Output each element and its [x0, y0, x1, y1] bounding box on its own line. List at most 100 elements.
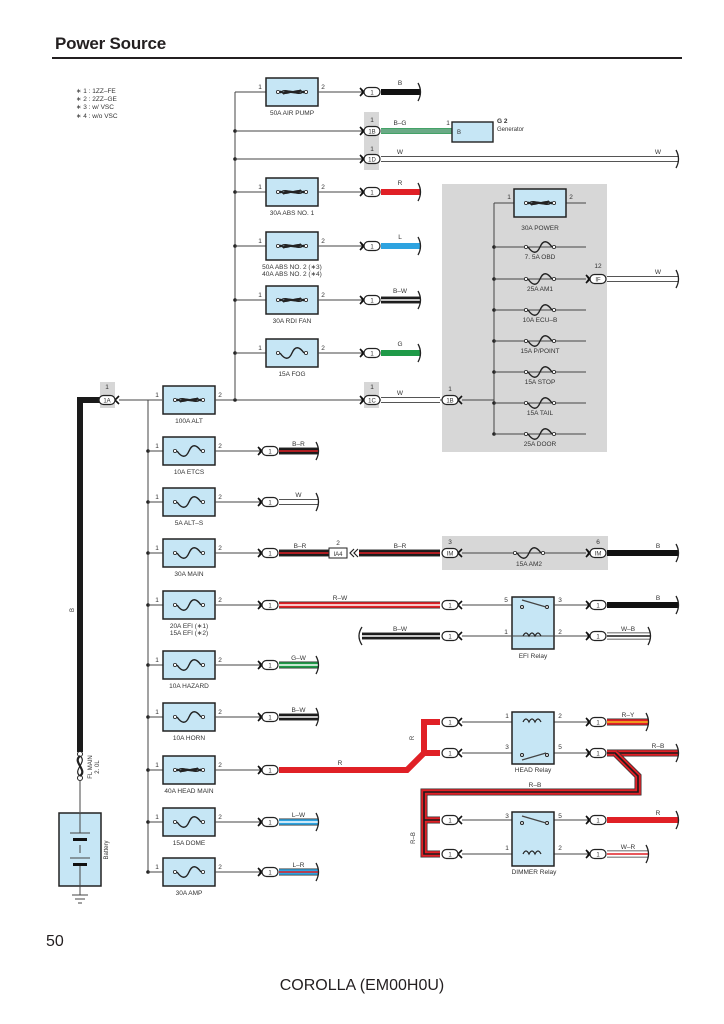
wire-break-icon — [417, 236, 422, 256]
connector-efi-out: 1 — [585, 599, 607, 611]
fuse-10a-hazard — [162, 650, 216, 680]
connector-body — [261, 711, 279, 723]
wire-color-label: B — [656, 595, 660, 602]
fuse-label: 25A AM1 — [527, 286, 553, 293]
generator-code: G 2 — [497, 118, 508, 125]
fuse-terminal — [524, 244, 529, 249]
fuse-element-icon — [282, 297, 302, 303]
wire-color-label: B–R — [292, 441, 305, 448]
fuse-label: 40A HEAD MAIN — [164, 788, 213, 795]
connector-body — [261, 496, 279, 508]
battery-plate — [73, 838, 87, 841]
connector-arrow-icon — [360, 297, 364, 303]
fuse-pin-label: 2 — [218, 494, 222, 501]
fuse-label: 5A ALT–S — [175, 520, 204, 527]
connector-arrow-icon — [258, 819, 262, 825]
fuse-label: 30A AMP — [176, 890, 203, 897]
wire-break-icon — [315, 812, 320, 832]
fuse-element-icon — [527, 273, 553, 285]
fuse-terminal — [172, 397, 177, 402]
fuse-15a-fog — [265, 338, 319, 368]
fuse-30a-rdi-fan — [265, 285, 319, 315]
fusible-link-terminal — [77, 775, 83, 781]
wire-color-label: G–W — [291, 655, 307, 662]
relay-pin-label: 2 — [558, 845, 562, 852]
wire-break-icon — [675, 149, 680, 169]
connector-label: 1 — [268, 551, 272, 557]
wire-color-label: R–W — [333, 595, 348, 602]
connector-label: 1 — [596, 751, 600, 757]
wire-color-label: W–R — [621, 844, 636, 851]
wire-color-label: W — [397, 390, 404, 397]
connector-body — [589, 747, 607, 759]
junction-block — [442, 184, 607, 452]
connector-body — [441, 630, 459, 642]
fuse-30a-amp — [162, 857, 216, 887]
connector-dimmer-out5: 1 — [585, 814, 607, 826]
connector-body — [363, 240, 381, 252]
connector-label: IF — [595, 277, 601, 283]
wire-break-icon — [358, 626, 363, 646]
relay-switch-icon — [521, 752, 547, 761]
wire-break-icon — [645, 712, 650, 732]
wire-break-icon — [675, 595, 680, 615]
wire-color-label: B–G — [393, 120, 406, 127]
fuse-terminal — [513, 551, 518, 556]
connector-label: 1 — [268, 870, 272, 876]
connector-label: 1C — [368, 398, 376, 404]
fuse-terminal — [552, 244, 557, 249]
connector-body — [441, 848, 459, 860]
wire-color-label: W — [655, 149, 662, 156]
connector-label: 1 — [448, 818, 452, 824]
fuse-label: 50A AIR PUMP — [270, 110, 314, 117]
fuse-20a-efi-1- — [162, 590, 216, 620]
fuse-pin-label: 2 — [321, 345, 325, 352]
fuse-body — [162, 385, 216, 415]
fuse-element-icon — [527, 428, 553, 440]
fuse-element-icon — [530, 200, 550, 206]
connector-body — [261, 866, 279, 878]
connector-label: 1A — [103, 398, 110, 404]
connector-arrow-icon — [586, 719, 590, 725]
connector-body — [261, 764, 279, 776]
relay-coil-icon — [522, 632, 542, 638]
connector-label: 1 — [596, 634, 600, 640]
fuse-terminal — [200, 448, 205, 453]
fuse-element-icon — [527, 366, 553, 378]
fuse-5a-alt-s — [162, 487, 216, 517]
connector-9: 1 — [257, 866, 279, 878]
relay-pin-label: 3 — [558, 597, 562, 604]
connector-body — [589, 273, 607, 285]
wire-color-label: R–Y — [622, 712, 635, 719]
connector-body — [441, 716, 459, 728]
fuse-element-icon — [516, 547, 542, 559]
relay-contact — [520, 605, 524, 609]
fusible-link-icon — [77, 755, 83, 777]
fuse-element-icon — [176, 659, 202, 671]
connector-arrow-icon — [586, 602, 590, 608]
joint-label: IA4 — [333, 552, 343, 558]
fuse-terminal — [303, 243, 308, 248]
fuse-label: 20A EFI (∗1) — [170, 623, 208, 630]
fuse-pin-label: 1 — [155, 494, 159, 501]
connector-body — [363, 294, 381, 306]
dimmer-relay — [511, 811, 555, 867]
connector-upper-1: 1 — [359, 186, 381, 198]
connector-label: 1 — [448, 852, 452, 858]
relay-label: DIMMER Relay — [512, 869, 558, 876]
battery-main-wire — [77, 397, 107, 752]
fuse-25a-am1 — [524, 273, 557, 285]
wire-core — [77, 397, 107, 752]
connector-body — [441, 394, 459, 406]
fuse-pin-label: 1 — [155, 762, 159, 769]
connector-arrow-icon — [258, 767, 262, 773]
wire-core — [279, 719, 440, 773]
connector-label: 1 — [370, 90, 374, 96]
fuse-50a-abs-no-2-3- — [265, 231, 319, 261]
connector-upper-2: 1 — [359, 240, 381, 252]
fuse-element-icon — [527, 397, 553, 409]
fuse-element-icon — [176, 599, 202, 611]
connector-arrow-icon — [258, 499, 262, 505]
relay-contact — [520, 821, 524, 825]
relay-pin-label: 1 — [504, 629, 508, 636]
